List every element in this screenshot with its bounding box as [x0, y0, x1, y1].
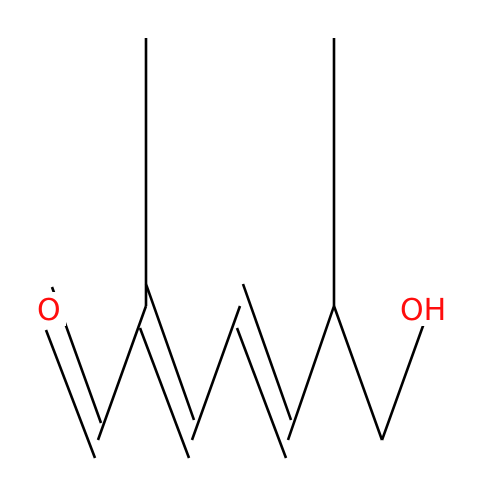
bond-c7-o2	[380, 311, 430, 441]
bond-c4-c5-b	[235, 327, 288, 459]
bond-c2-c3-a	[144, 283, 196, 421]
label-mask-o1	[36, 292, 66, 326]
bond-c2-c3-b	[138, 327, 191, 459]
label-mask-o2	[398, 292, 442, 326]
bond-o1-c1-b	[44, 329, 97, 459]
atom-label-hydroxyl: OH	[400, 293, 446, 328]
bond-c4-c5-a	[241, 283, 293, 421]
bond-c1-c2	[96, 305, 148, 441]
atom-label-oxygen: O	[37, 293, 61, 328]
bond-c3-c4	[190, 305, 242, 441]
bond-c6-c7	[332, 305, 384, 441]
bond-c5-c6	[286, 305, 336, 441]
